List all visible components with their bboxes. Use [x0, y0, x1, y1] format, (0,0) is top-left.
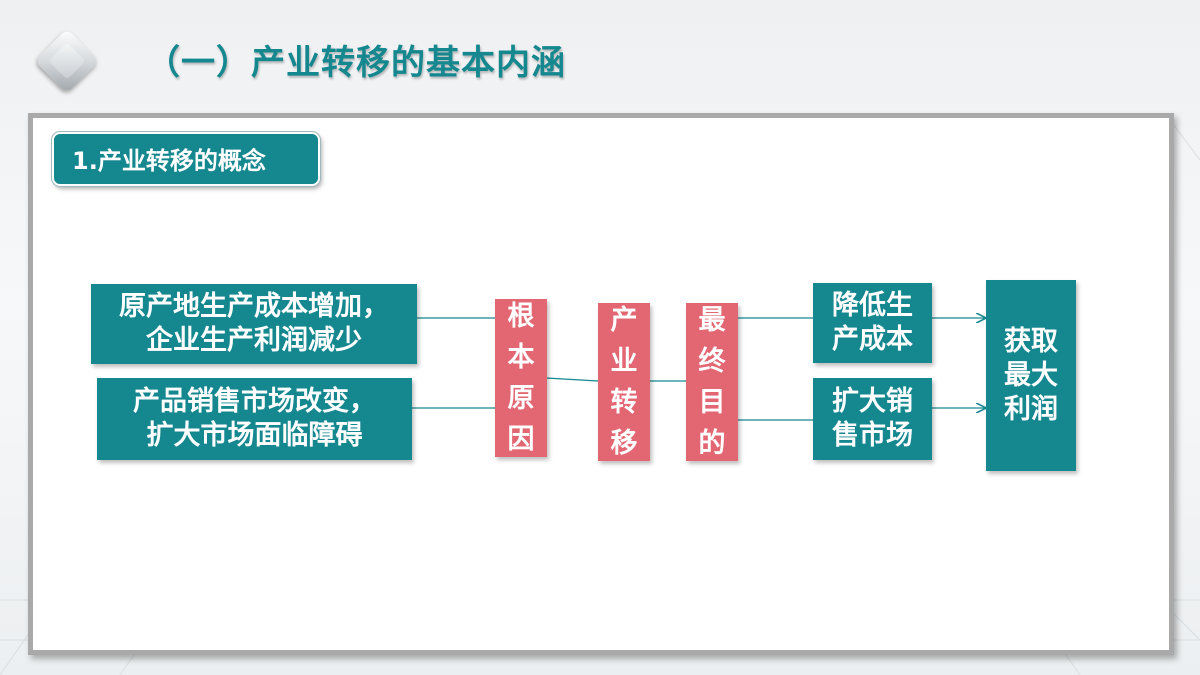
effect-box-cost: 降低生 产成本: [813, 283, 932, 363]
cause-box-market: 产品销售市场改变， 扩大市场面临障碍: [97, 378, 412, 460]
root-cause-box: 根 本 原 因: [495, 299, 547, 457]
result-box-profit: 获取 最大 利润: [986, 280, 1076, 471]
final-goal-box: 最 终 目 的: [686, 303, 738, 461]
industry-transfer-box: 产 业 转 移: [598, 303, 650, 461]
page-title: （一）产业转移的基本内涵: [146, 43, 566, 83]
effect-box-market: 扩大销 售市场: [813, 378, 932, 460]
section-badge: 1.产业转移的概念: [52, 132, 320, 186]
cause-box-cost: 原产地生产成本增加， 企业生产利润减少: [91, 284, 417, 364]
